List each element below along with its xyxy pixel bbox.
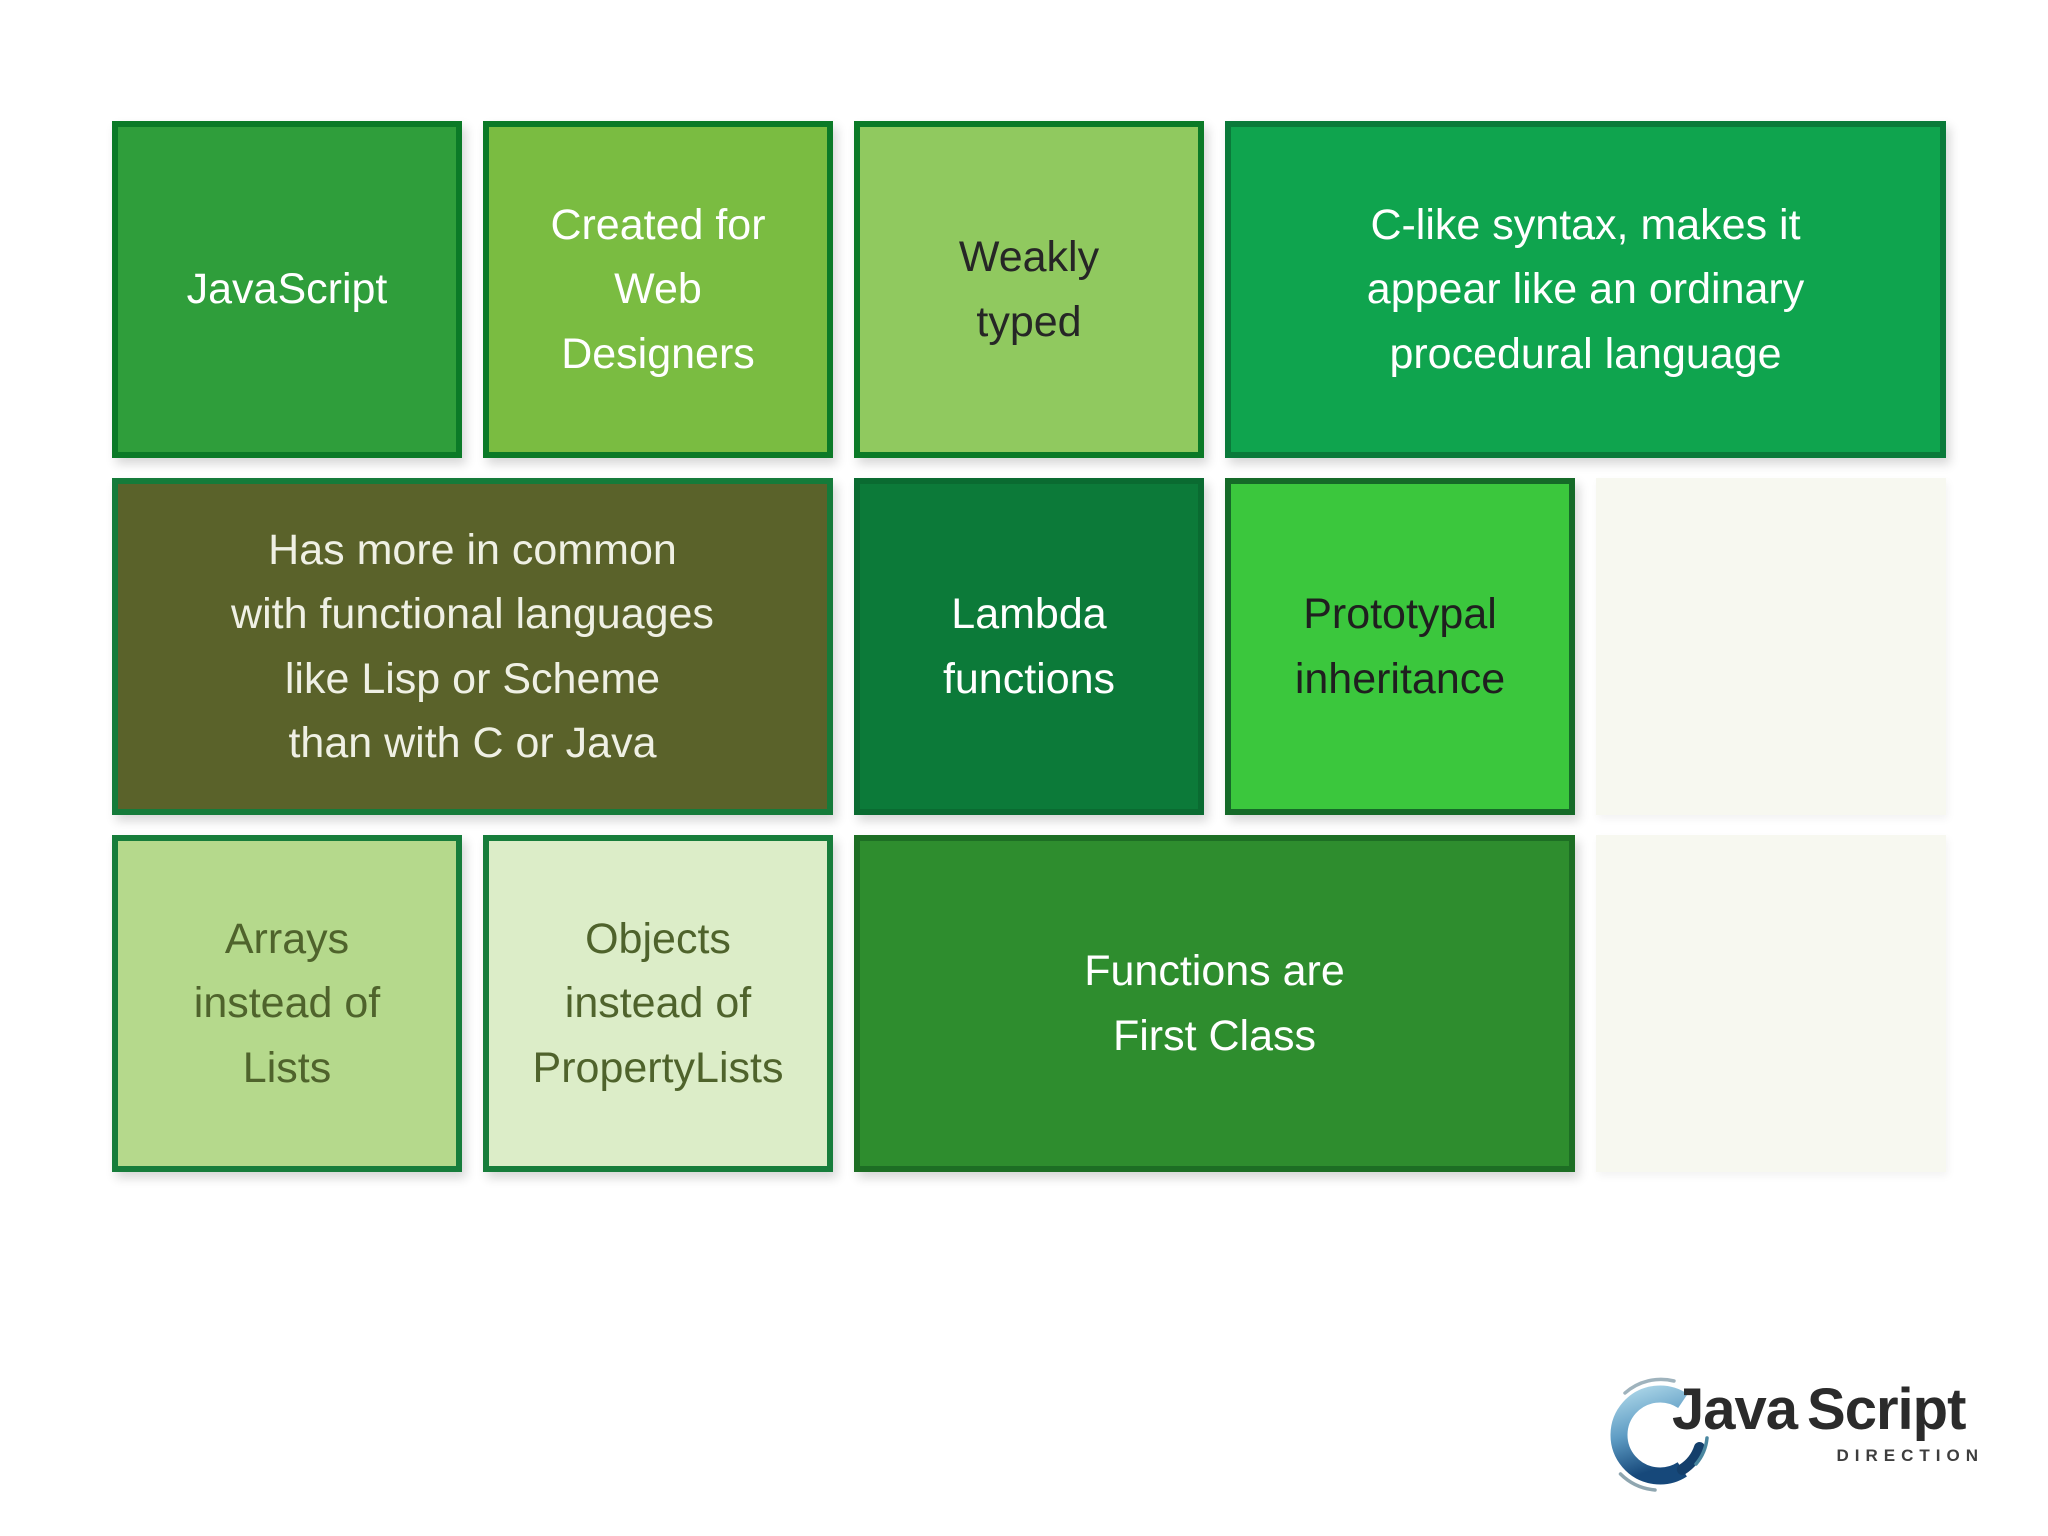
- tile-lambda-functions: Lambda functions: [854, 478, 1204, 815]
- tile-functions-are-first-class: Functions are First Class: [854, 835, 1575, 1172]
- tile-grid: JavaScript Created for Web Designers Wea…: [112, 121, 1946, 1172]
- tile-c-like-syntax: C-like syntax, makes it appear like an o…: [1225, 121, 1946, 458]
- tile-empty-1: [1596, 478, 1946, 815]
- swirl-icon: [1610, 1377, 1709, 1492]
- tile-functional-languages: Has more in common with functional langu…: [112, 478, 833, 815]
- logo-subtitle: DIRECTION: [1836, 1446, 1984, 1465]
- tile-javascript: JavaScript: [112, 121, 462, 458]
- logo-word-script: Script: [1807, 1377, 1966, 1442]
- tile-prototypal-inheritance: Prototypal inheritance: [1225, 478, 1575, 815]
- tile-created-for-web-designers: Created for Web Designers: [483, 121, 833, 458]
- tile-empty-2: [1596, 835, 1946, 1172]
- tile-weakly-typed: Weakly typed: [854, 121, 1204, 458]
- tile-objects-instead-of-propertylists: Objects instead of PropertyLists: [483, 835, 833, 1172]
- tile-arrays-instead-of-lists: Arrays instead of Lists: [112, 835, 462, 1172]
- logo-word-java: Java: [1672, 1377, 1798, 1442]
